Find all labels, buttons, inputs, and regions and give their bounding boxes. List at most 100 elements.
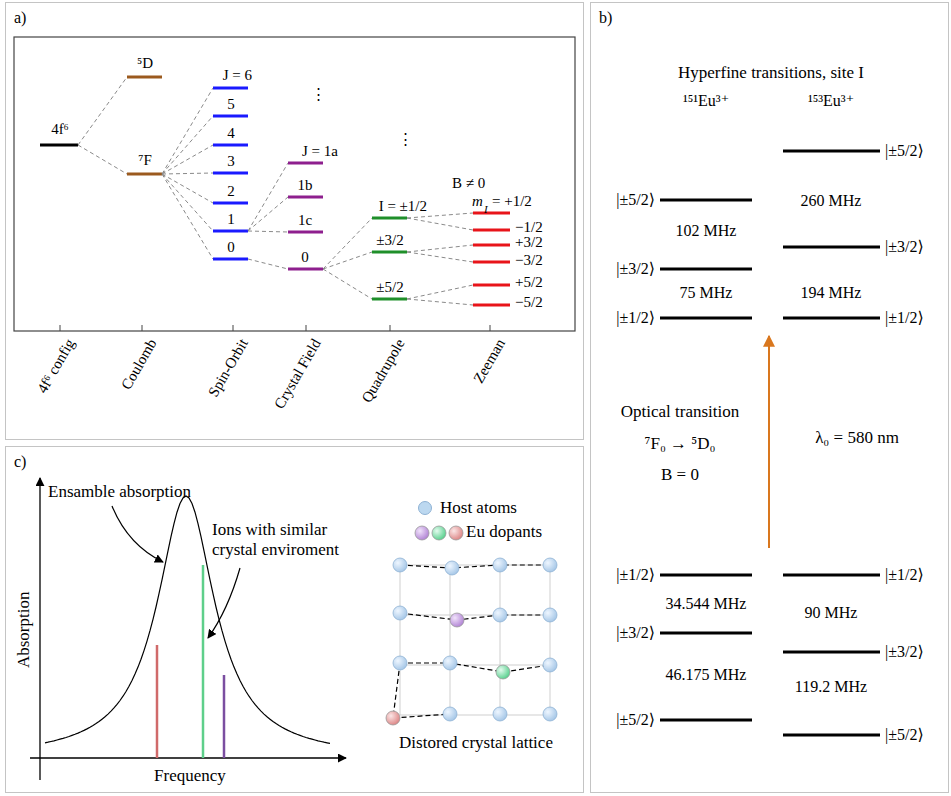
axis-tick <box>142 325 143 331</box>
level-line <box>473 229 510 232</box>
ion-line <box>156 645 159 758</box>
level-line <box>213 172 248 175</box>
legend-text: Eu dopants <box>466 522 542 542</box>
level-label: λ₀ = 580 nm <box>815 428 899 448</box>
level-label: 0 <box>301 249 309 266</box>
level-label: |±5/2⟩ <box>885 142 924 160</box>
split-line <box>407 245 473 252</box>
level-label: J = 1a <box>302 143 338 160</box>
level-line <box>288 231 323 234</box>
caption-text: Distored crystal lattice <box>399 733 553 753</box>
axis-tick <box>60 325 61 331</box>
level-label: ⋮ <box>398 131 413 148</box>
split-line <box>407 252 473 262</box>
x-axis <box>30 757 346 758</box>
level-label: −5/2 <box>515 294 543 311</box>
panel-title: Hyperfine transitions, site I <box>678 63 864 83</box>
level-line <box>213 230 248 233</box>
panel-tag: a) <box>14 9 26 27</box>
axis-label: 4f⁶ config <box>34 336 79 396</box>
level-label: ⁵D <box>137 55 153 72</box>
lattice-bonds <box>393 565 550 718</box>
level-line <box>213 258 248 261</box>
level-label: +3/2 <box>515 234 543 251</box>
level-label: 2 <box>227 183 235 200</box>
leader-arrow <box>208 568 240 638</box>
level-label: 1b <box>298 177 313 194</box>
level-line <box>372 217 407 220</box>
split-line <box>248 231 288 232</box>
level-label: −1/2 <box>515 219 543 236</box>
hyperfine-level <box>660 268 752 271</box>
level-label: ⁷F <box>138 152 152 169</box>
level-line <box>473 284 510 287</box>
level-label: |±3/2⟩ <box>885 238 924 256</box>
level-label: |±5/2⟩ <box>885 726 924 744</box>
level-label: 75 MHz <box>680 284 733 302</box>
hyperfine-level <box>783 246 880 249</box>
axis-label: Crystal Field <box>271 336 325 412</box>
panel: a) <box>5 2 584 440</box>
panel: c) <box>5 446 584 793</box>
level-label: 0 <box>227 239 235 256</box>
level-label: ±5/2 <box>376 279 403 296</box>
level-label: +5/2 <box>515 274 543 291</box>
level-label: |±3/2⟩ <box>885 643 924 661</box>
panel-tag: b) <box>599 9 612 27</box>
level-label: Optical transition <box>621 402 740 422</box>
level-label: 4f⁶ <box>51 121 69 138</box>
split-line <box>248 197 288 231</box>
hyperfine-level <box>783 651 880 654</box>
level-line <box>372 298 407 301</box>
level-line <box>213 87 248 90</box>
hyperfine-level <box>660 199 752 202</box>
hyperfine-level <box>783 734 880 737</box>
hyperfine-level <box>660 317 752 320</box>
axis-title: Absorption <box>14 592 34 669</box>
hyperfine-level <box>783 317 880 320</box>
level-line <box>288 162 323 165</box>
level-label: |±1/2⟩ <box>885 566 924 584</box>
hyperfine-level <box>660 719 752 722</box>
level-label: |±1/2⟩ <box>885 309 924 327</box>
split-line <box>323 218 372 269</box>
level-label: 4 <box>227 125 235 142</box>
split-line <box>323 252 372 269</box>
eu-dopants <box>386 526 510 725</box>
split-line <box>162 88 213 174</box>
level-label: I <box>484 203 488 216</box>
axis-label: Spin-Orbit <box>205 336 252 400</box>
level-line <box>40 144 78 147</box>
legend-swatch <box>418 501 432 515</box>
level-label: |±1/2⟩ <box>616 566 655 584</box>
level-label: 34.544 MHz <box>666 595 747 613</box>
split-line <box>323 269 372 299</box>
level-label: 3 <box>227 153 235 170</box>
hyperfine-level <box>783 574 880 577</box>
split-line <box>248 259 288 269</box>
hyperfine-level <box>660 632 752 635</box>
level-line <box>288 268 323 271</box>
level-line <box>213 202 248 205</box>
level-line <box>127 76 162 79</box>
ion-line <box>202 565 205 758</box>
level-label: m <box>472 193 483 210</box>
level-line <box>213 115 248 118</box>
level-label: |±3/2⟩ <box>616 624 655 642</box>
callout-text: Ensamble absorption <box>48 482 191 502</box>
split-line <box>162 174 213 259</box>
level-line <box>288 196 323 199</box>
level-line <box>372 251 407 254</box>
level-label: 5 <box>227 96 235 113</box>
axis-label: Coulomb <box>118 336 161 393</box>
level-label: |±5/2⟩ <box>616 711 655 729</box>
hyperfine-level <box>660 574 752 577</box>
ion-line <box>223 675 226 758</box>
split-line <box>78 145 127 174</box>
level-label: ¹⁵¹Eu³⁺ <box>683 92 729 110</box>
level-label: |±3/2⟩ <box>616 260 655 278</box>
axis-tick <box>490 325 491 331</box>
panel: b) Hyperfine transitions, site I <box>590 2 949 793</box>
level-line <box>127 173 162 176</box>
